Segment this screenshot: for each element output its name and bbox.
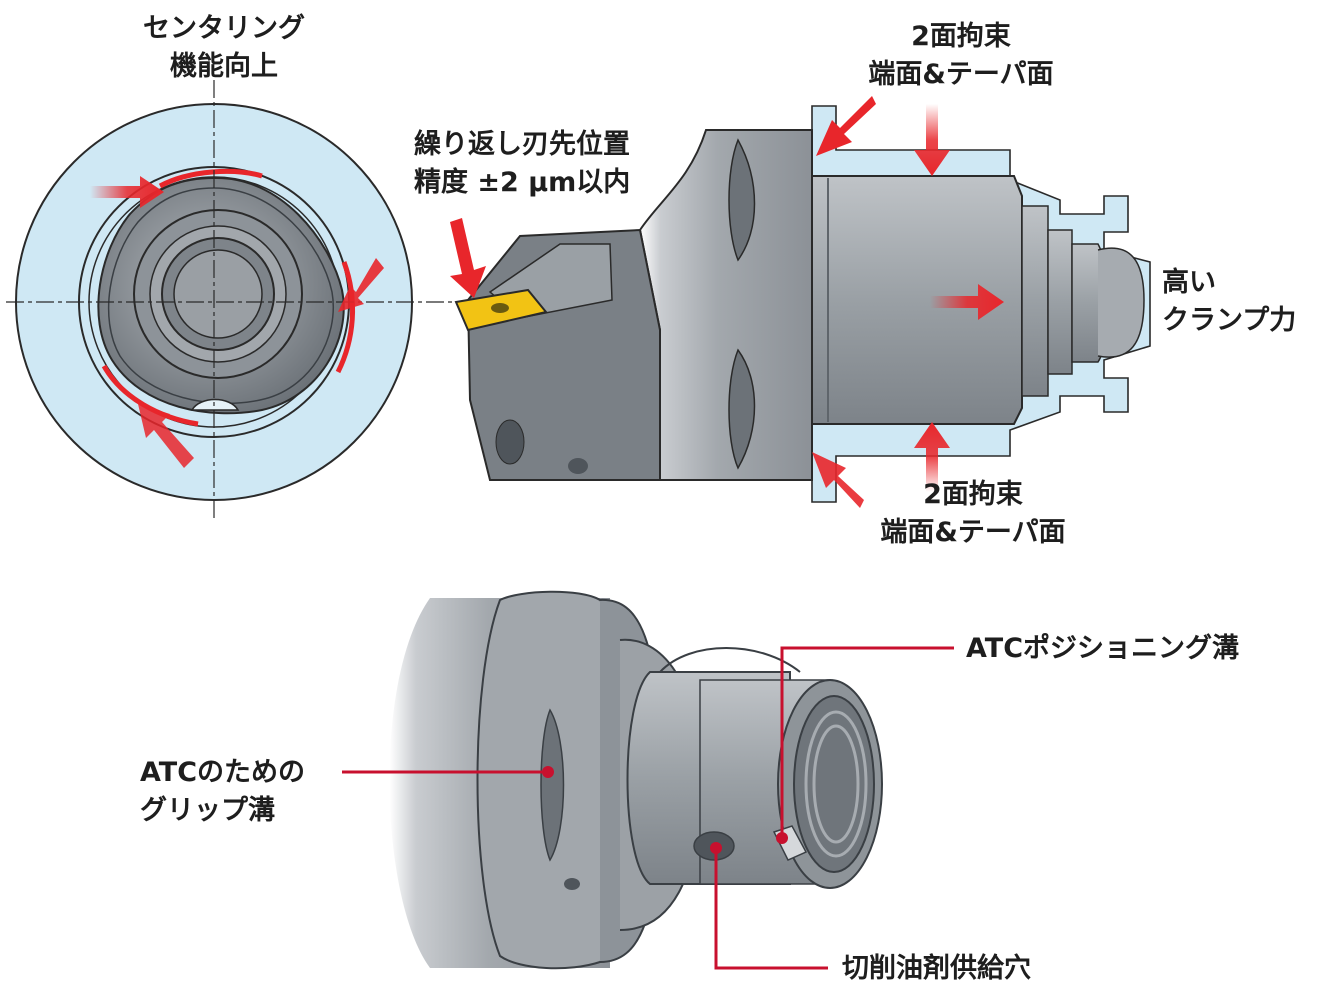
leader-lines [342, 646, 954, 970]
label-clamp-line2: クランプ力 [1162, 305, 1297, 336]
label-top-constraint-line1: 2面拘束 [911, 21, 1011, 52]
label-bottom-constraint-line1: 2面拘束 [923, 479, 1023, 510]
label-bottom-constraint: 2面拘束 端面&テーパ面 [858, 476, 1088, 552]
label-coolant-hole: 切削油剤供給穴 [842, 953, 1031, 984]
constraint-arrows [450, 96, 1004, 508]
label-repeat-line1: 繰り返し刃先位置 [414, 129, 630, 160]
label-atc-positioning: ATCポジショニング溝 [966, 633, 1240, 664]
label-atc-grip-line1: ATCのための [140, 757, 306, 788]
front-view [6, 80, 1150, 520]
leader-dots [542, 766, 788, 854]
label-top-constraint: 2面拘束 端面&テーパ面 [846, 18, 1076, 94]
label-centering-line2: 機能向上 [170, 51, 278, 82]
label-centering-line1: センタリング [143, 13, 305, 44]
perspective-view [342, 590, 954, 970]
label-clamp-force: 高い クランプ力 [1162, 264, 1296, 340]
label-atc-grip-line2: グリップ溝 [140, 795, 275, 826]
label-bottom-constraint-line2: 端面&テーパ面 [880, 517, 1066, 548]
label-clamp-line1: 高い [1162, 267, 1216, 298]
label-atc-grip: ATCのための グリップ溝 [140, 754, 305, 830]
centering-arrows [90, 176, 384, 468]
label-top-constraint-line2: 端面&テーパ面 [868, 59, 1054, 90]
label-repeat-accuracy: 繰り返し刃先位置 精度 ±2 μm以内 [414, 126, 630, 202]
label-centering: センタリング 機能向上 [124, 10, 324, 86]
label-repeat-line2: 精度 ±2 μm以内 [414, 167, 631, 198]
side-view [450, 96, 1151, 508]
